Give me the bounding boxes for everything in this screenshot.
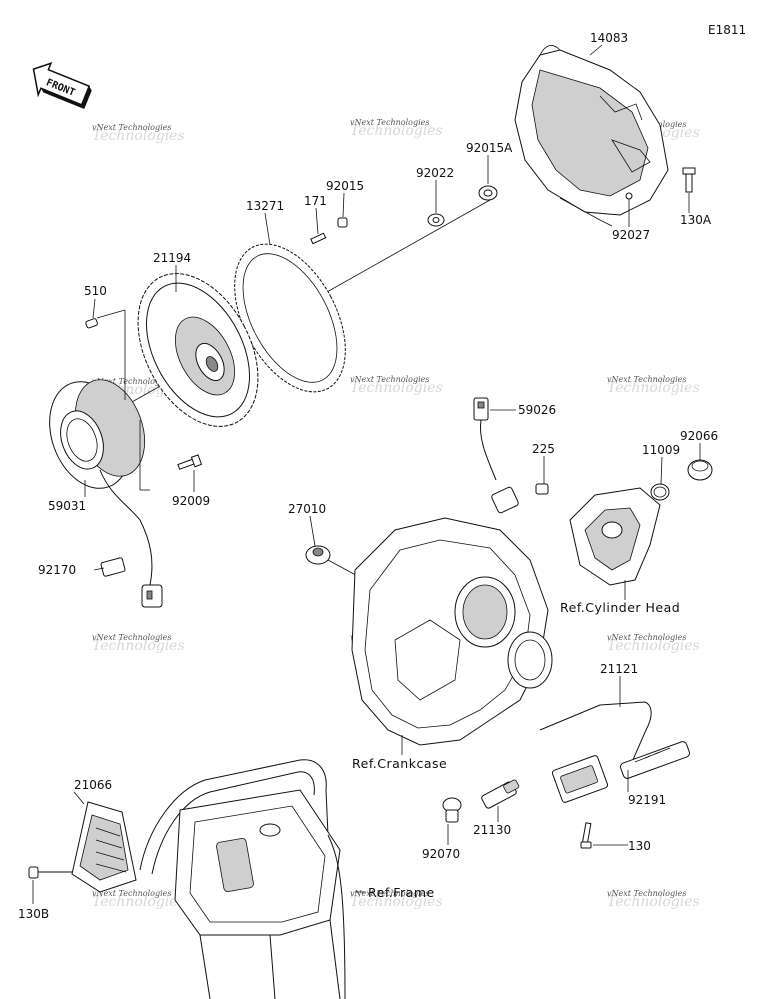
label-92015a: 92015A: [466, 141, 513, 155]
fan-cover-14083: [514, 45, 669, 227]
watermark-ghost: Technologies: [92, 894, 185, 910]
clamp-92170: [100, 557, 126, 577]
label-92170: 92170: [38, 563, 76, 577]
watermark: Technologies vNext Technologies: [92, 889, 185, 910]
watermark: Technologies vNext Technologies: [92, 633, 185, 654]
ignition-coil-21121: [539, 698, 652, 803]
watermark: Technologies vNext Technologies: [607, 375, 700, 396]
spark-plug-21130: [481, 779, 520, 809]
label-92022: 92022: [416, 166, 454, 180]
regulator-21066: [71, 801, 137, 893]
watermark-ghost: Technologies: [607, 380, 700, 396]
watermark-text: vNext Technologies: [607, 375, 686, 384]
watermark-text: vNext Technologies: [607, 633, 686, 642]
label-130: 130: [628, 839, 651, 853]
label-59031: 59031: [48, 499, 86, 513]
ref-crankcase-label: Ref.Crankcase: [352, 756, 447, 771]
nut-92015a: [478, 185, 498, 201]
watermark-ghost: Technologies: [607, 894, 700, 910]
label-92066: 92066: [680, 429, 718, 443]
bolt-130a: [682, 167, 696, 193]
frame-ref: [139, 759, 346, 999]
watermark-text: vNext Technologies: [350, 375, 429, 384]
part-labels: 14083 92015A 92022 92015 171 13271 21194…: [18, 31, 718, 921]
sensor-59026: [473, 397, 519, 514]
bolt-130: [580, 822, 592, 849]
watermark: Technologies vNext Technologies: [350, 375, 443, 396]
watermark-ghost: Technologies: [607, 638, 700, 654]
label-510: 510: [84, 284, 107, 298]
label-92070: 92070: [422, 847, 460, 861]
watermark-text: vNext Technologies: [607, 889, 686, 898]
watermark-ghost: Technologies: [92, 638, 185, 654]
watermark: Technologies vNext Technologies: [350, 118, 443, 139]
label-92009: 92009: [172, 494, 210, 508]
label-14083: 14083: [590, 31, 628, 45]
label-21130: 21130: [473, 823, 511, 837]
watermark-ghost: Technologies: [350, 894, 443, 910]
label-21066: 21066: [74, 778, 112, 792]
front-arrow-icon: FRONT: [32, 62, 92, 110]
watermark-text: vNext Technologies: [350, 118, 429, 127]
bolt-92009: [177, 454, 203, 470]
watermark: Technologies vNext Technologies: [607, 633, 700, 654]
label-92027: 92027: [612, 228, 650, 242]
ref-frame-label: Ref.Frame: [368, 885, 435, 900]
cylinder-head-ref: [569, 487, 661, 600]
bolt-225: [535, 483, 549, 495]
watermark-text: vNext Technologies: [92, 123, 171, 132]
label-92015: 92015: [326, 179, 364, 193]
diagram-code: E1811: [708, 23, 746, 37]
watermark: Technologies vNext Technologies: [607, 889, 700, 910]
o-ring-11009: [650, 483, 670, 501]
label-21121: 21121: [600, 662, 638, 676]
stator-59031: [49, 379, 163, 608]
leader-lines: [32, 44, 701, 904]
bolt-130b: [28, 866, 72, 879]
ref-cylinder-head-label: Ref.Cylinder Head: [560, 600, 680, 615]
watermark-text: vNext Technologies: [92, 377, 171, 386]
ring-gear-13271: [234, 243, 346, 393]
label-130b: 130B: [18, 907, 49, 921]
watermark-ghost: Technologies: [92, 128, 185, 144]
reference-labels: Ref.Cylinder Head Ref.Crankcase Ref.Fram…: [352, 600, 680, 900]
watermark-text: vNext Technologies: [92, 889, 171, 898]
label-27010: 27010: [288, 502, 326, 516]
label-130a: 130A: [680, 213, 712, 227]
key-510: [85, 318, 98, 329]
label-13271: 13271: [246, 199, 284, 213]
nut-92015: [337, 217, 348, 228]
washer-92022: [427, 213, 445, 227]
watermark: Technologies vNext Technologies: [350, 889, 443, 910]
switch-92070: [442, 797, 462, 823]
watermark-text: vNext Technologies: [92, 633, 171, 642]
crankcase-ref: [351, 517, 553, 755]
watermark-ghost: Technologies: [350, 123, 443, 139]
label-92191: 92191: [628, 793, 666, 807]
washer-92027: [625, 192, 633, 200]
flywheel-21194: [137, 273, 259, 427]
watermark-text: vNext Technologies: [350, 889, 429, 898]
label-21194: 21194: [153, 251, 191, 265]
label-11009: 11009: [642, 443, 680, 457]
cap-92191: [620, 741, 690, 779]
stud-171: [310, 232, 327, 245]
cap-92066: [687, 459, 713, 481]
label-171: 171: [304, 194, 327, 208]
label-225: 225: [532, 442, 555, 456]
watermark: Technologies vNext Technologies: [92, 123, 185, 144]
label-59026: 59026: [518, 403, 556, 417]
watermark-ghost: Technologies: [350, 380, 443, 396]
